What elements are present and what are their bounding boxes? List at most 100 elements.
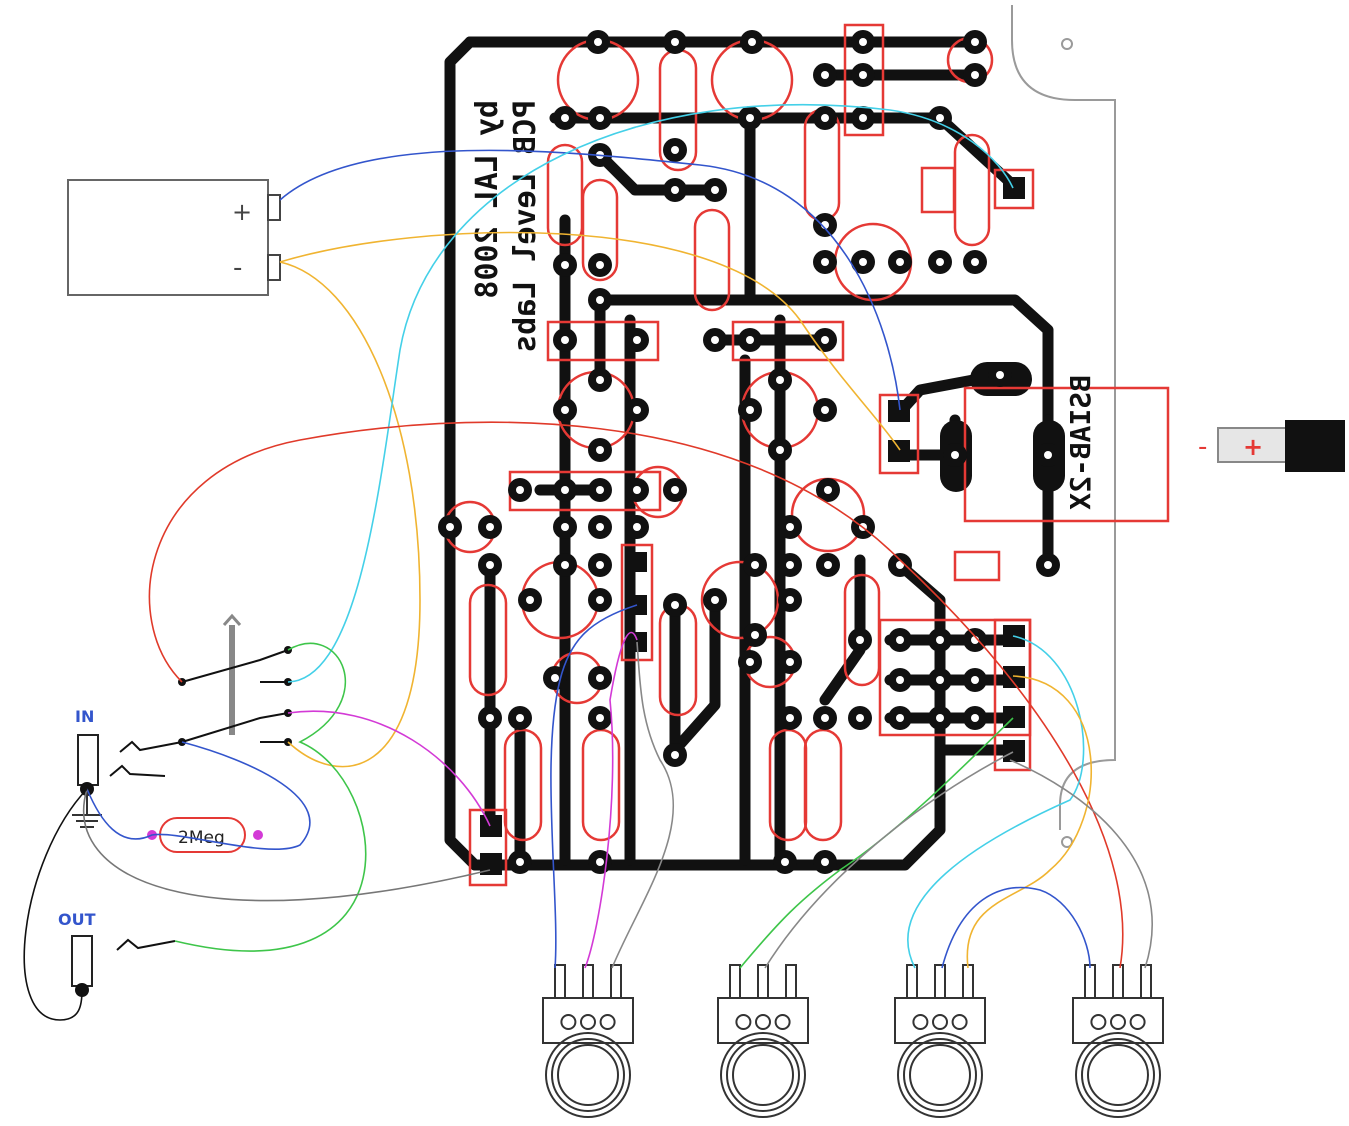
pad-hole bbox=[821, 71, 829, 79]
wiring bbox=[23, 103, 1153, 1021]
dc-minus-label: - bbox=[1198, 432, 1207, 462]
pad-hole bbox=[711, 186, 719, 194]
pad-hole bbox=[633, 523, 641, 531]
board-text-line2: by LAL 2008 bbox=[470, 100, 505, 299]
pad-hole bbox=[561, 486, 569, 494]
board-text-line1: PCB Level Labs bbox=[508, 100, 543, 353]
pad-hole bbox=[936, 114, 944, 122]
pad-hole bbox=[936, 676, 944, 684]
pad-hole bbox=[486, 561, 494, 569]
pad-hole bbox=[859, 258, 867, 266]
pad-hole bbox=[746, 406, 754, 414]
wire-green-pot2 bbox=[739, 717, 1014, 969]
pad-hole bbox=[671, 486, 679, 494]
dc-plug: - + bbox=[1198, 420, 1345, 472]
pad-hole bbox=[859, 71, 867, 79]
wire-green-switch bbox=[174, 642, 367, 952]
pad-hole bbox=[821, 858, 829, 866]
pad-hole bbox=[786, 523, 794, 531]
dc-jack-label: BSIAB-2X bbox=[1064, 375, 1097, 510]
pad-hole bbox=[516, 486, 524, 494]
potentiometer bbox=[717, 964, 809, 1118]
pad-hole bbox=[551, 674, 559, 682]
pad-hole bbox=[596, 261, 604, 269]
pad-hole bbox=[746, 658, 754, 666]
jack-in-label: IN bbox=[75, 707, 94, 726]
pad-hole bbox=[561, 561, 569, 569]
pad-hole bbox=[596, 523, 604, 531]
battery-9v: + - bbox=[67, 179, 281, 296]
pad-hole bbox=[671, 146, 679, 154]
wire-gray-pot4 bbox=[1009, 759, 1153, 969]
pad-hole bbox=[561, 261, 569, 269]
pad-hole bbox=[859, 114, 867, 122]
pad-hole bbox=[1044, 451, 1052, 459]
pad-hole bbox=[971, 258, 979, 266]
pad-hole bbox=[561, 523, 569, 531]
pad-hole bbox=[821, 114, 829, 122]
battery-plus-label: + bbox=[232, 198, 252, 226]
pad-hole bbox=[821, 714, 829, 722]
potentiometer bbox=[1072, 964, 1164, 1118]
pad-hole bbox=[1044, 561, 1052, 569]
pcb-traces bbox=[444, 36, 1054, 871]
pad-hole bbox=[516, 858, 524, 866]
pad-hole bbox=[446, 523, 454, 531]
wire-blue-battery bbox=[279, 149, 901, 411]
pad-hole bbox=[746, 114, 754, 122]
pad-hole bbox=[781, 858, 789, 866]
pad-hole bbox=[936, 258, 944, 266]
pad-hole bbox=[711, 336, 719, 344]
wire-black-out bbox=[23, 788, 88, 1021]
wire-magenta-pot1 bbox=[584, 631, 638, 969]
pad-hole bbox=[633, 486, 641, 494]
pad-hole bbox=[596, 561, 604, 569]
pad-hole bbox=[751, 631, 759, 639]
pad-hole bbox=[671, 186, 679, 194]
pad-hole bbox=[596, 596, 604, 604]
wire-cyan bbox=[287, 103, 1014, 683]
pad-hole bbox=[751, 561, 759, 569]
wire-yellow-battery bbox=[279, 231, 901, 451]
pad-hole bbox=[996, 371, 1004, 379]
pad-hole bbox=[596, 674, 604, 682]
pad-hole bbox=[971, 714, 979, 722]
pad-hole bbox=[896, 561, 904, 569]
pad-hole bbox=[786, 561, 794, 569]
pad-hole bbox=[821, 258, 829, 266]
potentiometer bbox=[542, 964, 634, 1118]
pad-hole bbox=[633, 406, 641, 414]
board-credit-text: by LAL 2008 PCB Level Labs BSIAB-2X bbox=[470, 100, 1097, 510]
pad-hole bbox=[951, 451, 959, 459]
pad-hole bbox=[821, 336, 829, 344]
wire-red bbox=[148, 421, 1124, 969]
potentiometers bbox=[542, 964, 1164, 1118]
potentiometer bbox=[894, 964, 986, 1118]
pad-hole bbox=[711, 596, 719, 604]
pad-hole bbox=[671, 38, 679, 46]
pad-hole bbox=[516, 714, 524, 722]
pad-hole bbox=[596, 296, 604, 304]
pad-hole bbox=[596, 376, 604, 384]
pad-hole bbox=[671, 751, 679, 759]
pad-hole bbox=[856, 714, 864, 722]
pad-hole bbox=[561, 114, 569, 122]
pad-hole bbox=[821, 406, 829, 414]
pad-hole bbox=[896, 714, 904, 722]
pad-hole bbox=[561, 336, 569, 344]
pad-hole bbox=[748, 38, 756, 46]
pad-hole bbox=[596, 446, 604, 454]
pad-hole bbox=[786, 596, 794, 604]
wire-blue-pot34 bbox=[941, 886, 1091, 969]
square-pads bbox=[480, 177, 1025, 875]
dc-plus-label: + bbox=[1243, 433, 1263, 461]
wire-cyan-pot3 bbox=[907, 635, 1085, 969]
solder-pads bbox=[438, 30, 1060, 874]
pad-hole bbox=[561, 406, 569, 414]
pad-hole bbox=[971, 71, 979, 79]
pad-hole bbox=[776, 376, 784, 384]
pad-hole bbox=[896, 636, 904, 644]
pad-hole bbox=[824, 486, 832, 494]
pad-hole bbox=[633, 336, 641, 344]
